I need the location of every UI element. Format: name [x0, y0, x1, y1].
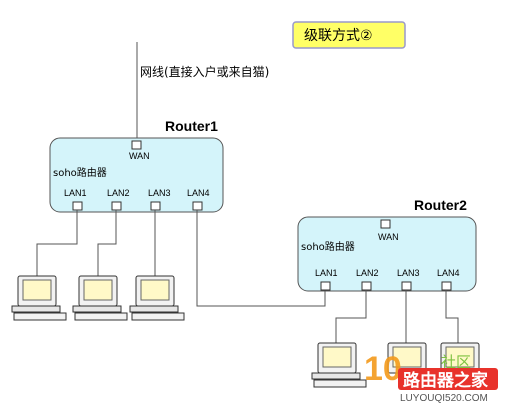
router1-lan3-label: LAN3 [148, 188, 171, 198]
cable-r1-lan2-pc2 [97, 210, 117, 278]
computer-6-icon [440, 342, 480, 374]
router1-name: Router1 [165, 118, 218, 134]
router2-lan3-label: LAN3 [397, 268, 420, 278]
computer-2-icon [72, 275, 128, 321]
computer-5-icon [387, 342, 427, 374]
title-box [292, 21, 406, 49]
router2-wan-port [380, 219, 391, 229]
router1-lan1-label: LAN1 [64, 188, 87, 198]
router1-wan-label: WAN [129, 151, 150, 161]
router2-lan4-port [441, 281, 452, 291]
router1-lan3-port [150, 201, 161, 211]
router2-name: Router2 [414, 197, 467, 213]
router1-lan4-port [192, 201, 203, 211]
router1-lan1-port [72, 201, 83, 211]
diagram-title: 级联方式② [304, 28, 373, 44]
cable-label: 网线(直接入户或来自猫) [140, 64, 269, 79]
watermark-number: 10 [364, 350, 402, 388]
router2-lan1-label: LAN1 [315, 268, 338, 278]
watermark-brand-bg [398, 368, 498, 390]
watermark-she: 社区 [441, 353, 471, 371]
router1-lan2-port [111, 201, 122, 211]
watermark-url: LUYOUQI520.COM [400, 393, 488, 404]
computer-4-icon [311, 342, 367, 388]
cable-r2-lan2-pc4 [335, 290, 367, 345]
computer-3-icon [129, 275, 185, 321]
computer-1-icon [11, 275, 67, 321]
router2-lan3-port [401, 281, 412, 291]
router2-lan2-label: LAN2 [356, 268, 379, 278]
cable-r1-lan4-router2 [196, 210, 326, 307]
router2-lan1-port [320, 281, 331, 291]
router1-lan2-label: LAN2 [107, 188, 130, 198]
router1-body [49, 137, 224, 213]
router1-wan-port [131, 140, 142, 150]
watermark-logo: 10 社区 路由器之家 LUYOUQI520.COM [364, 350, 498, 404]
router2-body [297, 216, 477, 292]
router1-lan4-label: LAN4 [187, 188, 210, 198]
router1-type-label: soho路由器 [53, 166, 107, 179]
router2-wan-label: WAN [378, 232, 399, 242]
router2-lan4-label: LAN4 [437, 268, 460, 278]
cable-r1-lan1-pc1 [36, 210, 78, 278]
watermark-brand: 路由器之家 [403, 370, 488, 391]
router2-type-label: soho路由器 [301, 240, 355, 253]
router2-lan2-port [361, 281, 372, 291]
cable-r2-lan4-pc6 [445, 290, 459, 345]
